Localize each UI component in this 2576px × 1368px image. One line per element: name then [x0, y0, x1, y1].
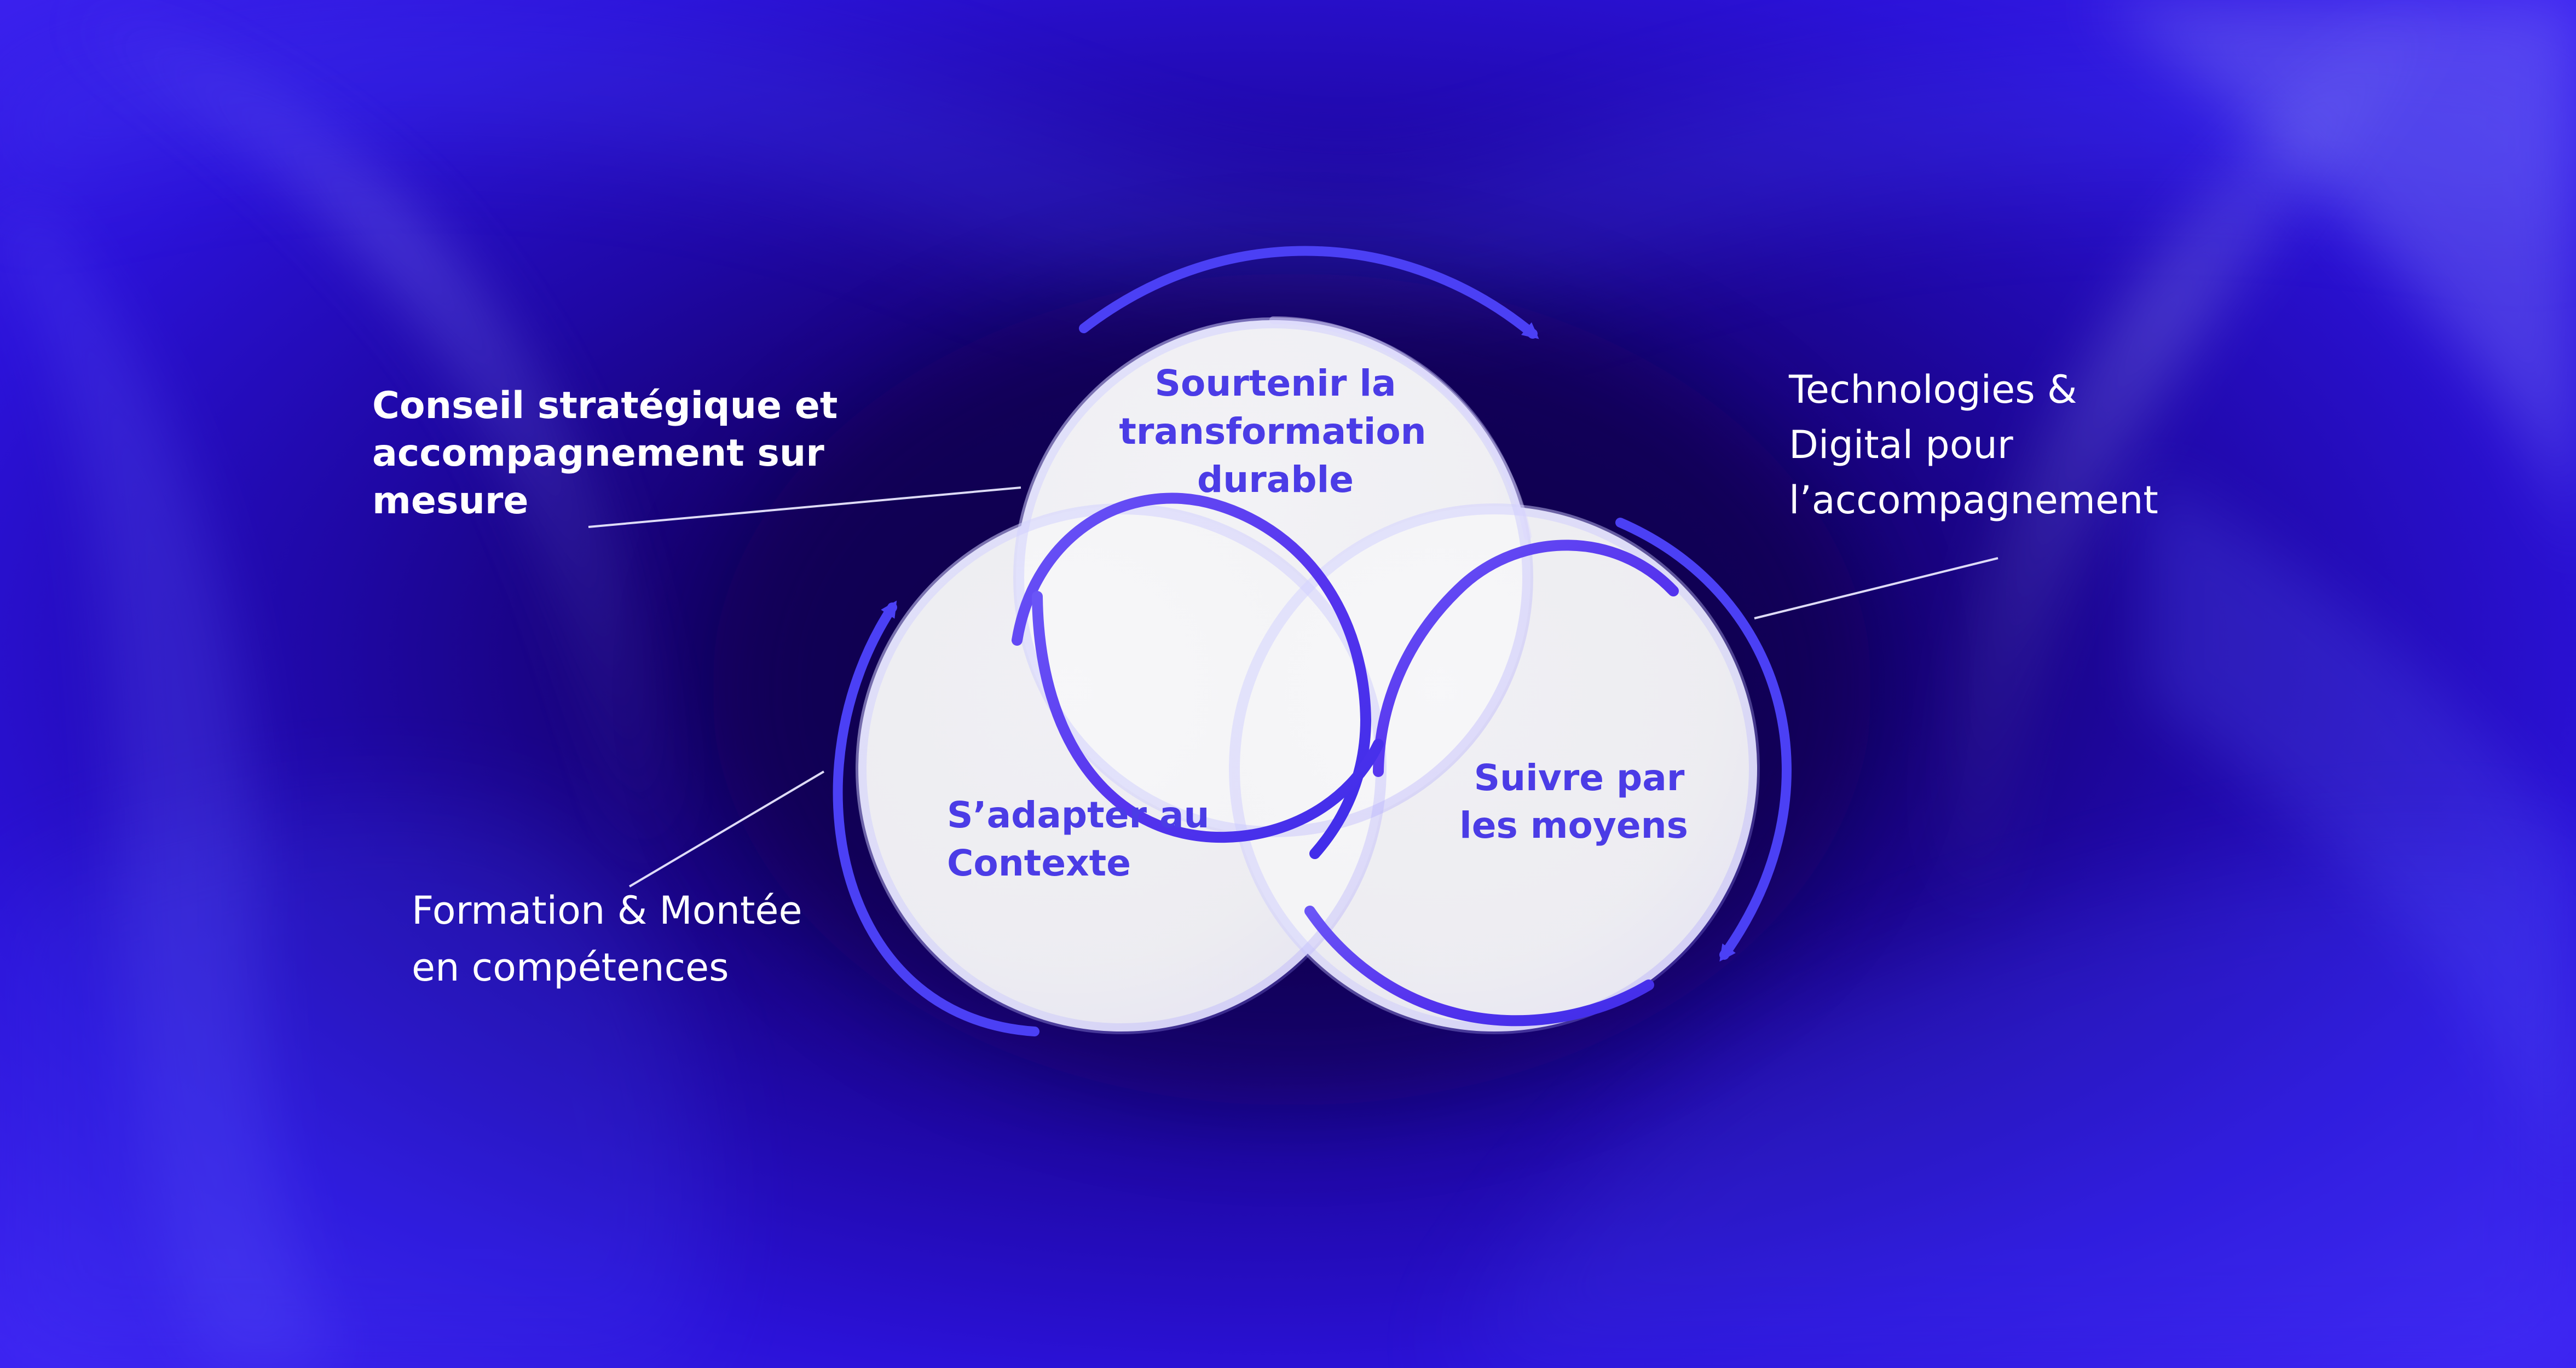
top-circle-line-1: Sourtenir la	[1154, 362, 1396, 404]
top-left-callout-line-3: mesure	[372, 479, 529, 523]
right-circle-line-2: les moyens	[1459, 804, 1688, 847]
right-callout-line-3: l’accompagnement	[1789, 478, 2158, 523]
top-left-callout-line	[588, 488, 1021, 527]
right-callout-line-1: Technologies &	[1788, 367, 2077, 412]
bottom-left-callout-line-2: en compétences	[412, 945, 729, 990]
top-left-callout-line-2: accompagnement sur	[372, 432, 824, 475]
bottom-left-callout-line	[629, 772, 824, 886]
bottom-left-callout-group: Formation & Montée en compétences	[412, 888, 802, 990]
top-circle-line-3: durable	[1197, 459, 1354, 501]
bottom-left-callout-line-1: Formation & Montée	[412, 888, 802, 933]
top-left-callout-line-1: Conseil stratégique et	[372, 384, 838, 427]
top-circle-line-2: transformation	[1119, 410, 1426, 453]
left-circle-line-2: Contexte	[947, 842, 1131, 884]
right-circle-line-1: Suivre par	[1474, 757, 1685, 799]
right-callout-group: Technologies & Digital pour l’accompagne…	[1788, 367, 2158, 523]
right-callout-line-2: Digital pour	[1789, 422, 2013, 467]
top-left-callout-group: Conseil stratégique et accompagnement su…	[372, 384, 838, 523]
right-callout-line	[1754, 558, 1998, 618]
left-circle-line-1: S’adapter au	[947, 794, 1210, 836]
